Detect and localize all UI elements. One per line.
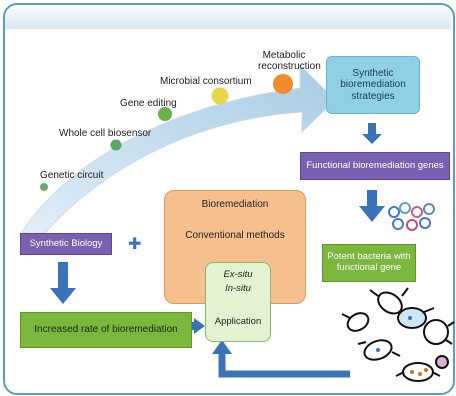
- bacteria-dots-icon: [376, 316, 428, 376]
- bioremediation-title: Bioremediation: [201, 199, 269, 211]
- ex-situ-label: Ex-situ: [223, 268, 253, 280]
- synthetic-biology-box: Synthetic Biology: [20, 233, 112, 255]
- arrow-return-path: [218, 352, 350, 378]
- bubble-biosensor: [110, 139, 122, 151]
- potent-bacteria-box: Potent bacteria with functional gene: [322, 244, 416, 282]
- label-metabolic-reconstruction: Metabolic reconstruction: [258, 50, 321, 72]
- conventional-methods-label: Conventional methods: [185, 230, 285, 242]
- bubble-consortium: [211, 87, 229, 105]
- arrow-down-strategies: [362, 123, 382, 144]
- gene-rings-icon: [388, 202, 435, 231]
- top-band: [3, 3, 451, 29]
- bacteria-icon: [341, 287, 455, 382]
- application-label: Application: [214, 315, 262, 327]
- synthetic-strategies-box: Synthetic bioremediation strategies: [326, 56, 420, 114]
- in-situ-label: In-situ: [225, 282, 251, 294]
- increased-rate-box: Increased rate of bioremediation: [20, 312, 192, 348]
- application-box: Ex-situ In-situ Application: [205, 262, 271, 342]
- arrow-down-genes: [359, 190, 385, 222]
- functional-genes-box: Functional bioremediation genes: [300, 152, 450, 180]
- arrow-left-application: [192, 318, 205, 334]
- plus-sign: ✚: [128, 234, 141, 253]
- label-whole-cell-biosensor: Whole cell biosensor: [59, 128, 152, 139]
- label-genetic-circuit: Genetic circuit: [40, 170, 104, 181]
- arrow-return-head: [212, 340, 232, 354]
- arrow-down-synbio: [50, 262, 76, 304]
- label-microbial-consortium: Microbial consortium: [160, 76, 252, 87]
- bubble-genetic-circuit: [40, 183, 48, 191]
- label-gene-editing: Gene editing: [120, 98, 177, 109]
- bubble-metabolic: [273, 74, 293, 94]
- figure-frame: [3, 3, 455, 395]
- bubble-gene-editing: [158, 107, 172, 121]
